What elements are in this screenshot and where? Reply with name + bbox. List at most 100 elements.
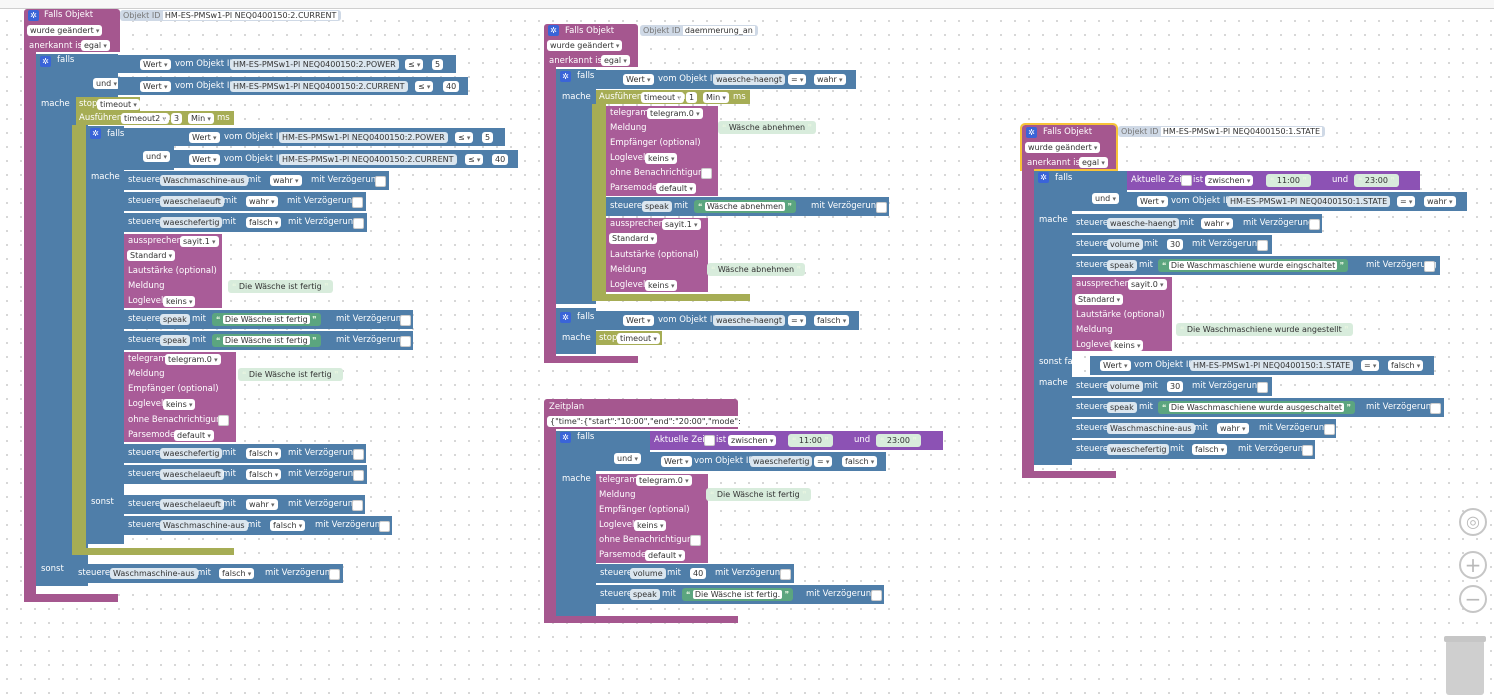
value-dropdown[interactable]: wahr — [270, 175, 302, 186]
value-dropdown[interactable]: wahr — [1424, 196, 1456, 207]
if-block-inner[interactable] — [86, 126, 124, 544]
value-dropdown[interactable]: falsch — [1388, 360, 1424, 371]
time-string[interactable]: ❝ 11:00 ❞ — [788, 434, 833, 447]
loglevel-dropdown[interactable]: keins — [163, 399, 196, 410]
delay-checkbox[interactable] — [876, 202, 887, 213]
number-field[interactable]: 30 — [1167, 381, 1184, 392]
target-icon[interactable]: ◎ — [1459, 508, 1487, 536]
trigger-dropdown[interactable]: wurde geändert — [547, 40, 623, 51]
parsemode-dropdown[interactable]: default — [174, 430, 214, 441]
if-block[interactable] — [556, 69, 596, 304]
message-string[interactable]: ❝ Die Wäsche ist fertig ❞ — [212, 334, 321, 347]
number-field[interactable]: 30 — [1167, 239, 1184, 250]
delay-checkbox[interactable] — [400, 315, 411, 326]
object-field[interactable]: waeschelaeuft — [160, 196, 224, 207]
operator-dropdown[interactable]: ≤ — [455, 132, 474, 143]
telegram-block[interactable] — [596, 474, 708, 563]
object-field[interactable]: volume — [1107, 381, 1143, 392]
operator-dropdown[interactable]: = — [814, 456, 833, 467]
operator-dropdown[interactable]: ≤ — [415, 81, 434, 92]
ack-dropdown[interactable]: egal — [81, 40, 110, 51]
gear-icon[interactable]: ✲ — [560, 71, 571, 82]
zoom-in-button[interactable]: + — [1459, 551, 1487, 579]
value-dropdown[interactable]: falsch — [246, 469, 282, 480]
telegram-block[interactable] — [606, 106, 718, 196]
message-string[interactable]: ❝ Wäsche abnehmen ❞ — [694, 200, 796, 213]
message-string[interactable]: ❝ Die Waschmaschiene wurde ausgeschaltet… — [1158, 401, 1355, 414]
delay-checkbox[interactable] — [352, 197, 363, 208]
instance-dropdown[interactable]: telegram.0 — [165, 354, 221, 365]
operator-dropdown[interactable]: ≤ — [405, 59, 424, 70]
loglevel-dropdown[interactable]: keins — [645, 280, 678, 291]
objekt-id-pill[interactable]: Objekt ID HM-ES-PMSw1-Pl NEQ0400150:2.CU… — [120, 10, 342, 21]
timeout-name-dropdown[interactable]: timeout — [641, 92, 684, 103]
time-string[interactable]: ❝ 23:00 ❞ — [1354, 174, 1399, 187]
delay-checkbox[interactable] — [353, 449, 364, 460]
object-field[interactable]: waeschelaeuft — [160, 469, 224, 480]
gear-icon[interactable]: ✲ — [28, 10, 39, 21]
object-field[interactable]: Waschmaschine-aus — [160, 520, 248, 531]
object-id-field[interactable]: HM-ES-PMSw1-Pl NEQ0400150:2.POWER — [230, 59, 399, 70]
value-dropdown[interactable]: wahr — [814, 74, 846, 85]
gear-icon[interactable]: ✲ — [90, 128, 101, 139]
gear-icon[interactable]: ✲ — [40, 56, 51, 67]
time-checkbox[interactable] — [704, 435, 715, 446]
wert-dropdown[interactable]: Wert — [189, 154, 220, 165]
delay-checkbox[interactable] — [379, 521, 390, 532]
delay-checkbox[interactable] — [871, 590, 882, 601]
ack-dropdown[interactable]: egal — [1079, 157, 1108, 168]
und-dropdown[interactable]: und — [614, 453, 641, 464]
object-field[interactable]: waesche-haengt — [1107, 218, 1179, 229]
parsemode-dropdown[interactable]: default — [656, 183, 696, 194]
gear-icon[interactable]: ✲ — [560, 312, 571, 323]
object-field[interactable]: volume — [1107, 239, 1143, 250]
time-string[interactable]: ❝ 23:00 ❞ — [876, 434, 921, 447]
trigger-dropdown[interactable]: wurde geändert — [27, 25, 103, 36]
if-block[interactable] — [1034, 171, 1072, 465]
wert-dropdown[interactable]: Wert — [623, 74, 654, 85]
delay-checkbox[interactable] — [400, 336, 411, 347]
object-field[interactable]: speak — [630, 589, 660, 600]
message-string[interactable]: ❝ Wäsche abnehmen ❞ — [718, 121, 816, 134]
message-string[interactable]: ❝ Die Wäsche ist fertig ❞ — [212, 313, 321, 326]
wert-dropdown[interactable]: Wert — [140, 81, 171, 92]
delay-checkbox[interactable] — [1424, 261, 1435, 272]
operator-dropdown[interactable]: ≤ — [465, 154, 484, 165]
delay-checkbox[interactable] — [780, 569, 791, 580]
instance-dropdown[interactable]: telegram.0 — [647, 108, 703, 119]
object-field[interactable]: Waschmaschine-aus — [110, 568, 198, 579]
delay-checkbox[interactable] — [1430, 403, 1441, 414]
message-string[interactable]: ❝ Die Wäsche ist fertig ❞ — [238, 368, 343, 381]
object-field[interactable]: waeschefertig — [160, 217, 223, 228]
value-dropdown[interactable]: falsch — [1192, 444, 1228, 455]
delay-checkbox[interactable] — [353, 470, 364, 481]
wert-dropdown[interactable]: Wert — [661, 456, 692, 467]
object-field[interactable]: speak — [642, 201, 672, 212]
message-string[interactable]: ❝ Die Wäsche ist fertig ❞ — [228, 280, 333, 293]
delay-checkbox[interactable] — [375, 176, 386, 187]
value-dropdown[interactable]: falsch — [270, 520, 306, 531]
voice-dropdown[interactable]: Standard — [609, 233, 658, 244]
message-string[interactable]: ❝ Die Waschmaschiene wurde eingschaltet … — [1158, 259, 1349, 272]
operator-dropdown[interactable]: = — [788, 315, 807, 326]
object-id-field[interactable]: waeschefertig — [750, 456, 813, 467]
message-string[interactable]: ❝ Die Waschmaschiene wurde angestellt ❞ — [1176, 323, 1353, 336]
wert-dropdown[interactable]: Wert — [623, 315, 654, 326]
delay-checkbox[interactable] — [1309, 219, 1320, 230]
operator-dropdown[interactable]: = — [1361, 360, 1380, 371]
if-block[interactable] — [556, 431, 596, 616]
time-checkbox[interactable] — [1181, 175, 1192, 186]
time-string[interactable]: ❝ 11:00 ❞ — [1266, 174, 1311, 187]
silent-checkbox[interactable] — [701, 168, 712, 179]
objekt-id-pill[interactable]: Objekt ID HM-ES-PMSw1-Pl NEQ0400150:1.ST… — [1118, 126, 1326, 137]
gear-icon[interactable]: ✲ — [1038, 172, 1049, 183]
object-id-field[interactable]: HM-ES-PMSw1-Pl NEQ0400150:2.CURRENT — [279, 154, 457, 165]
instance-dropdown[interactable]: telegram.0 — [636, 475, 692, 486]
gear-icon[interactable]: ✲ — [1026, 127, 1037, 138]
object-field[interactable]: waeschefertig — [1107, 444, 1170, 455]
timeout-dropdown[interactable]: timeout — [617, 333, 660, 344]
number-field[interactable]: 40 — [443, 81, 460, 92]
object-field[interactable]: volume — [630, 568, 666, 579]
number-field[interactable]: 40 — [690, 568, 707, 579]
delay-checkbox[interactable] — [353, 218, 364, 229]
